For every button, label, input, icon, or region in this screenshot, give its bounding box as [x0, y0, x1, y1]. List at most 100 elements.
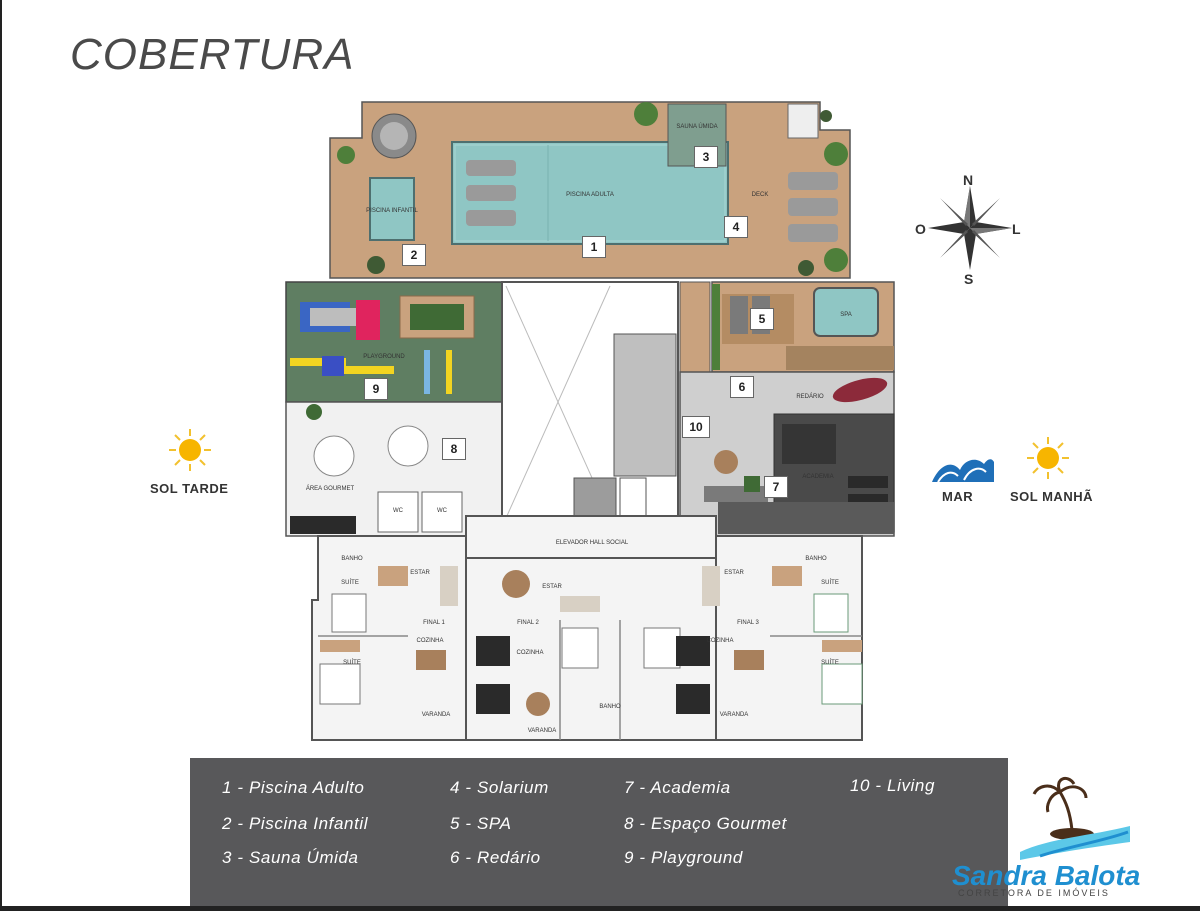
- frame-left-border: [0, 0, 2, 911]
- spa-area: [711, 281, 895, 373]
- label-final1: FINAL 1: [423, 620, 445, 626]
- bed: [813, 593, 849, 633]
- stairs: [613, 333, 677, 477]
- label-suite4: SUÍTE: [821, 659, 839, 666]
- legend-item-9: 9 - Playground: [624, 848, 743, 867]
- bed: [319, 663, 361, 705]
- play-pole: [446, 350, 452, 394]
- label-deck: DECK: [752, 192, 769, 198]
- label-cozinha3: COZINHA: [707, 638, 734, 644]
- lounger: [466, 210, 516, 226]
- hammock: [832, 377, 888, 403]
- bed: [331, 593, 367, 633]
- marker-9: 9: [364, 378, 388, 400]
- label-estar3: ESTAR: [724, 570, 744, 576]
- page-title: COBERTURA: [70, 30, 355, 79]
- marker-7: 7: [764, 476, 788, 498]
- sea-wave-icon: [932, 459, 994, 483]
- playground-area: [285, 281, 503, 403]
- floor-plan: PISCINA ADULTA PISCINA INFANTIL SAUNA ÚM…: [285, 101, 895, 741]
- plant: [820, 110, 832, 122]
- marker-6: 6: [730, 376, 754, 398]
- elevator: [573, 477, 617, 523]
- central-shaft: [501, 281, 679, 523]
- label-varanda3: VARANDA: [720, 712, 749, 718]
- label-kids-pool: PISCINA INFANTIL: [366, 208, 418, 214]
- label-estar2: ESTAR: [542, 584, 562, 590]
- sofa: [702, 566, 720, 606]
- label-banho1: BANHO: [341, 556, 363, 562]
- legend-item-6: 6 - Redário: [450, 848, 541, 867]
- kids-pool: [369, 177, 415, 241]
- umbrella-table: [387, 425, 429, 467]
- label-area-gourmet: ÁREA GOURMET: [306, 485, 355, 492]
- label-hall: ELEVADOR HALL SOCIAL: [556, 540, 629, 546]
- label-suite2: SUÍTE: [343, 659, 361, 666]
- plant: [337, 146, 355, 164]
- bed: [643, 627, 681, 669]
- frame-bottom-border: [0, 906, 1200, 911]
- brand-subtitle: CORRETORA DE IMÓVEIS: [958, 888, 1110, 898]
- legend-item-4: 4 - Solarium: [450, 778, 549, 797]
- sofa: [560, 596, 600, 612]
- bed: [561, 627, 599, 669]
- label-cozinha1: COZINHA: [417, 638, 444, 644]
- plant: [744, 476, 760, 492]
- label-banho2: BANHO: [599, 704, 621, 710]
- sofa: [440, 566, 458, 606]
- compass-rose-icon: [928, 186, 1012, 270]
- legend-item-7: 7 - Academia: [624, 778, 731, 797]
- sun-afternoon-label: SOL TARDE: [150, 481, 229, 496]
- label-final3: FINAL 3: [737, 620, 759, 626]
- umbrella-table: [313, 435, 355, 477]
- weight-station: [782, 424, 836, 464]
- dining-table: [416, 650, 446, 670]
- compass-west: O: [915, 221, 926, 237]
- play-block: [322, 356, 344, 376]
- brand-name: Sandra Balota: [952, 860, 1141, 891]
- label-varanda1: VARANDA: [422, 712, 451, 718]
- label-academia: ACADEMIA: [802, 474, 833, 480]
- coffee-table: [714, 450, 738, 474]
- label-redario: REDÁRIO: [796, 393, 824, 400]
- label-adult-pool: PISCINA ADULTA: [566, 192, 614, 198]
- legend-item-1: 1 - Piscina Adulto: [222, 778, 365, 797]
- play-slide: [310, 308, 360, 326]
- label-suite1: SUÍTE: [341, 579, 359, 586]
- label-banho3: BANHO: [805, 556, 827, 562]
- legend-item-10: 10 - Living: [850, 776, 936, 795]
- play-bar: [290, 358, 346, 366]
- label-wc2: WC: [437, 508, 448, 514]
- legend-item-3: 3 - Sauna Úmida: [222, 848, 359, 867]
- dining-table: [502, 570, 530, 598]
- compass-north: N: [963, 172, 974, 188]
- grill-counter: [290, 516, 356, 534]
- plant: [824, 142, 848, 166]
- gym-area: [718, 413, 895, 534]
- marker-1: 1: [582, 236, 606, 258]
- label-spa: SPA: [840, 312, 852, 318]
- kitchen-unit: [476, 636, 510, 666]
- compass-east: L: [1012, 221, 1021, 237]
- label-wc1: WC: [393, 508, 404, 514]
- dining-table: [526, 692, 550, 716]
- treadmill: [848, 476, 888, 488]
- wc-room: [377, 491, 419, 533]
- spa-tub: [813, 287, 879, 337]
- legend-item-2: 2 - Piscina Infantil: [222, 814, 369, 833]
- deck-bathroom: [787, 103, 819, 139]
- label-suite3: SUÍTE: [821, 579, 839, 586]
- kitchen-unit: [476, 684, 510, 714]
- kitchen-unit: [676, 636, 710, 666]
- label-varanda2: VARANDA: [528, 728, 557, 734]
- label-cozinha2: COZINHA: [517, 650, 544, 656]
- kitchen-unit: [676, 684, 710, 714]
- plant: [798, 260, 814, 276]
- sea-label: MAR: [942, 489, 974, 504]
- lounger: [788, 198, 838, 216]
- marker-3: 3: [694, 146, 718, 168]
- dining-table: [734, 650, 764, 670]
- sun-morning-icon: [1027, 437, 1069, 479]
- label-playground: PLAYGROUND: [363, 354, 405, 360]
- marker-8: 8: [442, 438, 466, 460]
